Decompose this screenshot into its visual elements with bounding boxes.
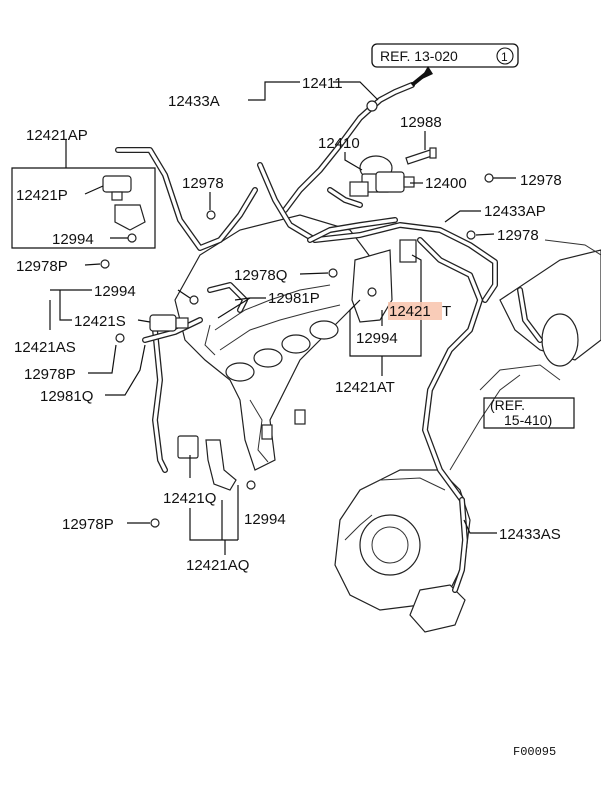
leader-lines [11,81,575,555]
figure-code: F00095 [513,745,556,759]
sensor-12400-drawing [375,171,415,193]
label-12978P-a[interactable]: 12978P [16,258,68,275]
label-12433A[interactable]: 12433A [168,93,220,110]
label-12421P[interactable]: 12421P [16,187,68,204]
solenoid-valve-12421P-drawing [102,175,146,243]
ref-13-020-text: REF. 13-020 [380,48,458,64]
intake-manifold-drawing [174,214,381,471]
label-12421T-suffix: T [442,303,451,320]
label-12421AQ[interactable]: 12421AQ [186,557,249,574]
label-12994-c[interactable]: 12994 [356,330,398,347]
label-12433AP[interactable]: 12433AP [484,203,546,220]
part-labels: 12411 12433A 12988 12410 12421AP 12978 1… [14,75,562,574]
label-12411[interactable]: 12411 [302,75,343,92]
label-12978-c[interactable]: 12978 [497,227,539,244]
label-12400[interactable]: 12400 [425,175,467,192]
bracket-12421T-drawing [351,239,417,323]
label-12994-b[interactable]: 12994 [94,283,136,300]
label-12978-b[interactable]: 12978 [520,172,562,189]
label-12421AS[interactable]: 12421AS [14,339,76,356]
label-12410[interactable]: 12410 [318,135,360,152]
ref-15-410-line1: (REF. [490,397,525,413]
label-12421AT[interactable]: 12421AT [335,379,395,396]
bolt-12988-drawing [405,147,437,165]
ref-13-020-callout[interactable]: REF. 13-020 1 [371,43,519,87]
label-12978P-c[interactable]: 12978P [62,516,114,533]
label-12421Q[interactable]: 12421Q [163,490,216,507]
label-12988[interactable]: 12988 [400,114,442,131]
solenoid-12421S-drawing [149,314,189,332]
turbocharger-drawing [334,374,521,633]
label-12421S[interactable]: 12421S [74,313,126,330]
label-12994-a[interactable]: 12994 [52,231,94,248]
label-12981P[interactable]: 12981P [268,290,320,307]
ref-15-410-callout[interactable]: (REF. 15-410) [490,397,552,428]
label-12994-d[interactable]: 12994 [244,511,286,528]
label-12421T-highlighted[interactable]: 12421 [389,303,431,320]
ref-circle-number: 1 [501,50,508,64]
label-12978P-b[interactable]: 12978P [24,366,76,383]
ref-15-410-line2: 15-410) [504,412,552,428]
label-12981Q[interactable]: 12981Q [40,388,93,405]
label-12421AP[interactable]: 12421AP [26,127,88,144]
intercooler-pipe-drawing [479,239,601,391]
vacuum-hoses [115,82,543,593]
label-12978-a[interactable]: 12978 [182,175,224,192]
hose-clamps [100,100,494,528]
solenoid-12421Q-drawing [177,435,237,491]
label-12433AS[interactable]: 12433AS [499,526,561,543]
label-12978Q[interactable]: 12978Q [234,267,287,284]
highlight-12421T [388,302,442,320]
